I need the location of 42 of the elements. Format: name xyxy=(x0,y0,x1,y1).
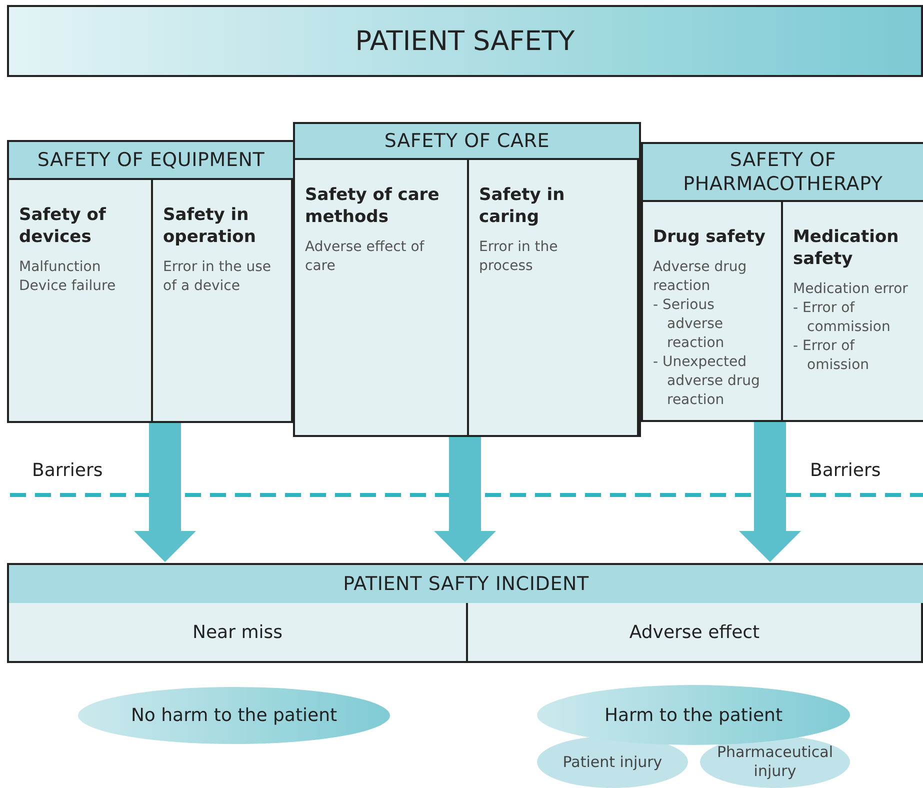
title-banner xyxy=(7,5,923,77)
column-heading: Safety of care methods xyxy=(305,184,440,228)
header-text: SAFETY OF EQUIPMENT xyxy=(37,148,265,172)
category-panel xyxy=(7,563,923,663)
barrier-label: Barriers xyxy=(32,460,103,481)
cell-text: Near miss xyxy=(192,622,282,642)
header-text: PATIENT SAFTY INCIDENT xyxy=(343,572,589,596)
outcome-cell xyxy=(9,603,468,661)
ellipse-text: Pharmaceutical injury xyxy=(716,743,834,781)
item-text: - Serious adverse reaction xyxy=(653,296,726,353)
item-text: Adverse effect of care xyxy=(305,238,426,276)
cell-text: Adverse effect xyxy=(629,622,760,642)
category-panel xyxy=(7,140,295,423)
outcome-ellipse xyxy=(78,687,390,744)
item-text: Medication error xyxy=(793,280,908,299)
item-text: Device failure xyxy=(19,277,116,296)
column-heading: Safety of devices xyxy=(19,204,107,248)
item-text: Error in the process xyxy=(479,238,559,276)
item-text: - Error of omission xyxy=(793,337,870,375)
ellipse-text: No harm to the patient xyxy=(130,706,338,725)
column-heading: Drug safety xyxy=(653,226,766,248)
block-arrow xyxy=(134,423,196,562)
header-text: SAFETY OF CARE xyxy=(384,129,550,153)
item-text: Malfunction xyxy=(19,258,101,277)
title-text: PATIENT SAFETY xyxy=(355,26,575,56)
ellipse-text: Patient injury xyxy=(562,752,662,772)
item-text: Adverse drug reaction xyxy=(653,258,748,296)
item-text: Error in the use of a device xyxy=(163,258,272,296)
outcome-ellipse xyxy=(537,685,850,745)
item-text: - Unexpected adverse drug reaction xyxy=(653,353,761,410)
header-text: SAFETY OF PHARMACOTHERAPY xyxy=(682,148,884,196)
category-panel xyxy=(293,122,641,437)
column-heading: Medication safety xyxy=(793,226,900,270)
block-arrow xyxy=(434,437,496,562)
barrier-label: Barriers xyxy=(810,460,881,481)
category-panel xyxy=(641,142,923,422)
outcome-cell xyxy=(468,603,923,661)
item-text: - Error of commission xyxy=(793,299,892,337)
block-arrow xyxy=(739,422,801,562)
column-heading: Safety in caring xyxy=(479,184,566,228)
column-heading: Safety in operation xyxy=(163,204,257,248)
ellipse-text: Harm to the patient xyxy=(604,706,782,724)
